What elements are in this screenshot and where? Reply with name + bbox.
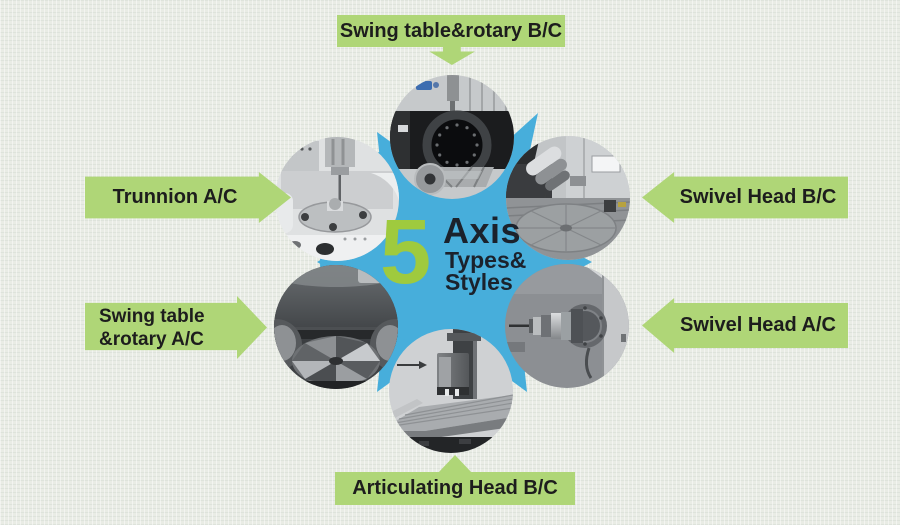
label-articulating-head-bc: Articulating Head B/C	[335, 455, 575, 505]
machine-photo-illustration	[506, 136, 630, 260]
center-subtitle-line1: Types&	[445, 247, 527, 273]
center-title: Axis	[443, 210, 522, 251]
label-text: Swivel Head A/C	[680, 314, 836, 336]
machine-photo-illustration	[389, 329, 513, 453]
label-text: Articulating Head B/C	[352, 477, 558, 499]
photo-swivel-head-ac	[505, 264, 629, 388]
photo-swing-table-rotary-bc	[390, 75, 514, 199]
label-text: Swing table&rotary B/C	[339, 20, 563, 42]
photo-swivel-head-bc	[506, 136, 630, 260]
label-text: Swivel Head B/C	[679, 186, 837, 208]
label-swivel-head-bc: Swivel Head B/C	[642, 172, 848, 223]
label-swing-table-rotary-ac: Swing table &rotary A/C	[85, 296, 267, 359]
machine-photo-illustration	[390, 75, 514, 199]
center-number: 5	[380, 201, 431, 303]
label-swing-table-rotary-bc: Swing table&rotary B/C	[337, 15, 565, 65]
label-text-line1: Swing table	[99, 305, 205, 327]
label-text: Trunnion A/C	[112, 186, 238, 208]
label-trunnion-ac: Trunnion A/C	[85, 172, 291, 223]
label-swivel-head-ac: Swivel Head A/C	[642, 298, 848, 353]
photo-articulating-head-bc	[389, 329, 513, 453]
machine-photo-illustration	[505, 264, 629, 388]
label-text-line2: &rotary A/C	[99, 328, 204, 350]
center-subtitle-line2: Styles	[445, 269, 513, 295]
